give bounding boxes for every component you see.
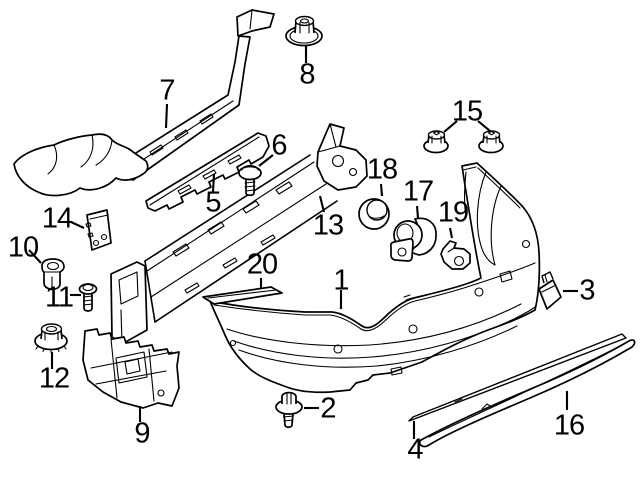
- part-5-absorber-lower-drawing: [145, 132, 270, 212]
- callout-5: 5: [205, 186, 221, 219]
- part-15-nuts-drawing: [423, 130, 504, 154]
- part-14-spacer-pad-drawing: [85, 209, 112, 251]
- part-4-molding-strip-drawing: [408, 333, 627, 422]
- callout-17: 17: [402, 175, 434, 208]
- part-10-cage-nut-drawing: [41, 258, 65, 291]
- callout-13: 13: [312, 209, 344, 242]
- callout-1: 1: [333, 264, 349, 297]
- part-9-side-bracket-drawing: [82, 328, 180, 409]
- part-6-screw-drawing: [238, 164, 262, 197]
- part-2-bolt-drawing: [275, 391, 303, 429]
- part-1-bumper-cover-drawing: [209, 162, 541, 394]
- part-13-impact-bar-drawing: [110, 123, 368, 345]
- part-3-access-cover-drawing: [538, 271, 562, 310]
- part-17-park-sensor-drawing: [389, 217, 437, 262]
- part-16-lower-trim-drawing: [418, 339, 636, 448]
- callout-7: 7: [159, 74, 175, 107]
- callout-14: 14: [41, 202, 73, 235]
- callout-16: 16: [553, 409, 585, 442]
- part-20-trim-strip-drawing: [202, 286, 283, 305]
- callout-3: 3: [579, 274, 595, 307]
- part-11-screw-drawing: [78, 283, 98, 312]
- callout-8: 8: [299, 58, 315, 91]
- callout-20: 20: [246, 248, 278, 281]
- callout-6: 6: [271, 129, 287, 162]
- callout-11: 11: [44, 281, 74, 314]
- callout-18: 18: [366, 153, 398, 186]
- callout-9: 9: [134, 417, 150, 450]
- callout-4: 4: [407, 433, 423, 466]
- part-12-flange-nut-drawing: [34, 323, 68, 354]
- part-7-absorber-upper-drawing: [13, 9, 275, 197]
- callout-12: 12: [38, 362, 70, 395]
- callout-19: 19: [437, 196, 469, 229]
- callout-arrows: [28, 46, 578, 439]
- callout-15: 15: [451, 95, 483, 128]
- callout-2: 2: [320, 392, 336, 425]
- part-18-grommet-drawing: [358, 198, 390, 230]
- part-19-sensor-holder-drawing: [440, 240, 471, 270]
- part-8-nut-drawing: [285, 15, 323, 47]
- callout-10: 10: [7, 231, 39, 264]
